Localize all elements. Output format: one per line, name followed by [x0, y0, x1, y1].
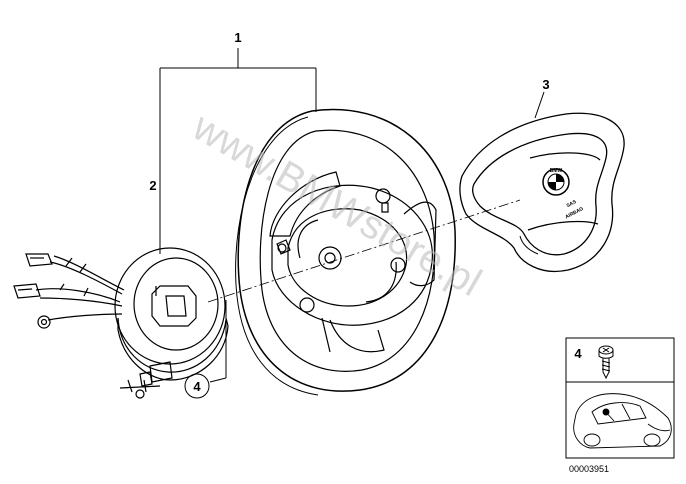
callout-bracket-1 — [159, 48, 317, 254]
callout-bracket-4 — [184, 300, 227, 399]
assembly-axis-line — [207, 199, 521, 303]
slip-ring-icon — [13, 247, 229, 399]
callout-leader-3 — [534, 91, 545, 119]
callout-label-1: 1 — [234, 30, 241, 45]
watermark-text: www.BMWstore.pl — [185, 104, 489, 305]
steering-wheel-icon — [235, 108, 456, 396]
screw-icon — [598, 345, 614, 380]
svg-text:BMW: BMW — [550, 168, 563, 174]
bmw-logo-icon: BMW — [542, 168, 570, 196]
inset-callout-label-4: 4 — [574, 346, 582, 361]
airbag-module-icon — [459, 112, 625, 272]
callout-label-4: 4 — [193, 379, 201, 394]
drawing-number: 00003951 — [569, 464, 609, 474]
airbag-sas-text: SAS — [566, 199, 578, 209]
car-icon — [573, 393, 672, 449]
inset-box — [565, 337, 675, 459]
callout-label-2: 2 — [149, 178, 156, 193]
callout-label-3: 3 — [542, 77, 549, 92]
